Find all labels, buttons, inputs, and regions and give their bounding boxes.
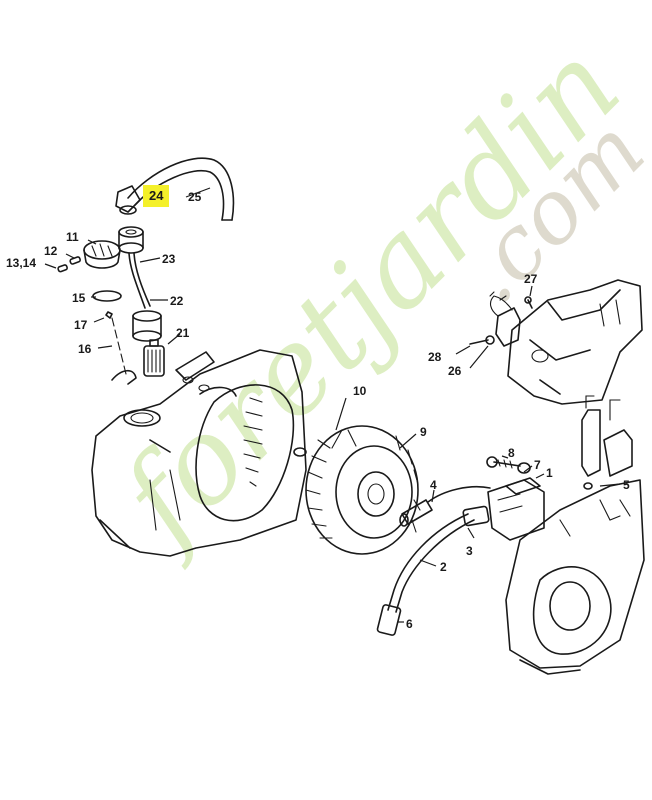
callout-9: 9 — [420, 425, 427, 439]
handle-frame — [507, 279, 643, 405]
ignition-module — [462, 477, 545, 541]
pickup-grommet — [118, 226, 151, 309]
callout-28: 28 — [428, 350, 442, 364]
crankcase — [505, 479, 645, 675]
callout-4: 4 — [430, 478, 437, 492]
callout-1: 1 — [546, 466, 553, 480]
callout-17: 17 — [74, 318, 88, 332]
callout-8: 8 — [508, 446, 515, 460]
callout-5: 5 — [623, 478, 630, 492]
hose-elbow-fitting — [115, 185, 141, 215]
short-circuit-wire — [427, 485, 491, 503]
switch-screw — [469, 296, 533, 345]
callout-11: 11 — [66, 230, 79, 244]
callout-22: 22 — [170, 294, 184, 308]
flywheel — [293, 425, 421, 555]
cap-retainer-chain — [105, 311, 137, 385]
callout-6: 6 — [406, 617, 413, 631]
callout-10: 10 — [353, 384, 367, 398]
stop-switch-assembly — [581, 395, 633, 490]
callout-25: 25 — [188, 190, 202, 204]
filter-sleeve — [132, 310, 162, 342]
callout-2: 2 — [440, 560, 447, 574]
fuel-cap — [83, 240, 121, 269]
cap-pins — [57, 256, 81, 273]
leader-lines — [44, 187, 621, 623]
fuel-tank-housing — [91, 349, 307, 557]
callout-7: 7 — [534, 458, 541, 472]
spark-plug-terminal — [399, 499, 433, 527]
switch-contact — [489, 291, 521, 347]
callout-13-14: 13,14 — [6, 256, 37, 270]
callout-23: 23 — [162, 252, 176, 266]
fuel-filter — [143, 339, 165, 377]
callout-16: 16 — [78, 342, 92, 356]
callout-27: 27 — [524, 272, 538, 286]
callout-26: 26 — [448, 364, 462, 378]
callout-15: 15 — [72, 291, 86, 305]
ignition-lead — [376, 513, 475, 636]
callout-12: 12 — [44, 244, 58, 258]
callout-24-highlighted: 24 — [143, 185, 170, 207]
callout-21: 21 — [176, 326, 190, 340]
o-ring — [92, 290, 122, 302]
callout-3: 3 — [466, 544, 473, 558]
